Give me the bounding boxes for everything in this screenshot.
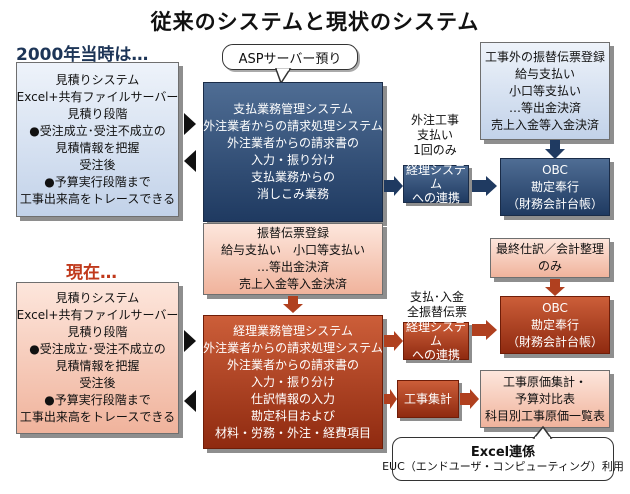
top-payment-management-box: 支払業務管理システム 外注業者からの請求処理システム 外注業者からの請求書の 入…: [203, 82, 383, 222]
asp-server-callout: ASPサーバー預り: [222, 44, 358, 70]
bottom-construction-aggregate-label: 工事集計: [403, 392, 452, 406]
bottom-obc-box: OBC 勘定奉行 （財務会計台帳）: [500, 296, 610, 354]
top-payment-line: 消しこみ業務: [256, 187, 329, 201]
bottom-accounting-line: 入力・振り分け: [250, 374, 335, 389]
top-estimate-line: 見積りシステム: [55, 72, 140, 87]
top-connect-line: 経理システム: [405, 163, 466, 191]
top-connect-caption-line: 外注工事: [410, 113, 459, 127]
top-estimate-line: 工事出来高をトレースできる: [19, 191, 176, 206]
bottom-estimate-line: 受注後: [79, 376, 116, 390]
bottom-arrow-down-to-obc: [545, 279, 565, 296]
bottom-accounting-connect-box: 経理システム への連携: [403, 320, 469, 362]
top-arrow-left-to-estimate: [184, 150, 196, 172]
bottom-arrow-left-to-estimate: [184, 390, 196, 412]
bottom-transfer-line: …等出金決済: [256, 260, 329, 274]
bottom-estimate-line: ●予算実行段階まで: [44, 393, 151, 407]
bottom-arrow-to-connect: [384, 331, 403, 351]
top-obc-line: （財務会計台帳）: [506, 196, 603, 211]
top-connect-caption-line: 1回のみ: [413, 143, 457, 157]
bottom-cost-summary-box: 工事原価集計・ 予算対比表 科目別工事原価一覧表: [480, 370, 610, 428]
bottom-connect-caption-line: 支払･入金: [409, 290, 464, 304]
bottom-cost-summary-line: 予算対比表: [514, 391, 575, 406]
bottom-final-journal-line: のみ: [537, 259, 562, 273]
bottom-estimate-system-box: 見積りシステム Excel+共有ファイルサーバー 見積り段階 ●受注成立･受注不…: [16, 282, 179, 434]
top-outside-line: 工事外の振替伝票登録: [485, 49, 606, 64]
bottom-construction-aggregate-box: 工事集計: [397, 380, 459, 418]
bottom-final-journal-line: 最終仕訳／会計整理: [495, 242, 604, 256]
top-estimate-line: 見積り段階: [67, 106, 128, 121]
excel-link-callout: Excel連係 EUC（エンドユーザ・コンピューティング）利用: [382, 437, 624, 481]
bottom-arrow-to-cost-summary: [460, 389, 479, 409]
top-payment-line: 外注業者からの請求処理システム: [203, 119, 383, 133]
top-connect-line: への連携: [411, 191, 460, 205]
top-outside-line: …等出金決済: [508, 100, 581, 115]
page-title: 従来のシステムと現状のシステム: [150, 10, 480, 34]
bottom-estimate-line: 見積りシステム: [55, 291, 140, 305]
bottom-arrow-right-to-accounting: [184, 330, 196, 352]
top-payment-line: 支払業務管理システム: [233, 102, 353, 116]
bottom-accounting-line: 仕訳情報の入力: [250, 391, 335, 406]
period-2000-heading: 2000年当時は…: [16, 45, 149, 65]
bottom-transfer-line: 給与支払い 小口等支払い: [220, 243, 365, 257]
bottom-obc-line: OBC: [542, 300, 568, 315]
bottom-transfer-slip-box: 振替伝票登録 給与支払い 小口等支払い …等出金決済 売上入金等入金決済: [203, 223, 383, 295]
excel-callout-pointer: [532, 425, 553, 440]
excel-link-detail: EUC（エンドユーザ・コンピューティング）利用: [382, 459, 624, 473]
top-estimate-line: 受注後: [79, 157, 116, 172]
top-arrow-down-to-obc: [545, 140, 565, 159]
excel-link-title: Excel連係: [470, 444, 536, 460]
top-obc-box: OBC 勘定奉行 （財務会計台帳）: [500, 158, 610, 216]
bottom-connect-caption-line: 全振替伝票: [406, 305, 467, 319]
bottom-transfer-line: 売上入金等入金決済: [238, 277, 347, 291]
top-connect-caption: 外注工事 支払い 1回のみ: [400, 113, 470, 158]
bottom-accounting-line: 経理業務管理システム: [233, 323, 353, 338]
bottom-accounting-management-box: 経理業務管理システム 外注業者からの請求処理システム 外注業者からの請求書の 入…: [203, 315, 383, 449]
bottom-accounting-line: 材料・労務・外注・経費項目: [214, 425, 371, 440]
bottom-estimate-line: 工事出来高をトレースできる: [19, 410, 176, 424]
top-arrow-to-obc: [472, 176, 497, 196]
bottom-connect-line: 経理システム: [405, 320, 466, 348]
bottom-final-journal-box: 最終仕訳／会計整理 のみ: [490, 238, 610, 278]
bottom-connect-caption: 支払･入金 全振替伝票: [398, 290, 476, 320]
bottom-accounting-line: 外注業者からの請求処理システム: [203, 340, 383, 355]
bottom-cost-summary-line: 工事原価集計・: [502, 374, 587, 389]
top-estimate-line: Excel+共有ファイルサーバー: [16, 89, 179, 104]
top-estimate-line: ●予算実行段階まで: [44, 174, 151, 189]
bottom-estimate-line: 見積り段階: [67, 325, 128, 339]
bottom-cost-summary-line: 科目別工事原価一覧表: [485, 408, 606, 423]
top-payment-line: 支払業務からの: [250, 170, 335, 184]
bottom-accounting-line: 外注業者からの請求書の: [226, 357, 359, 372]
bottom-obc-line: 勘定奉行: [530, 317, 579, 332]
bottom-arrow-to-construction-aggregate: [384, 389, 397, 409]
top-outside-line: 小口等支払い: [508, 83, 581, 98]
top-obc-line: 勘定奉行: [530, 179, 579, 194]
top-obc-line: OBC: [542, 162, 568, 177]
top-outside-transfer-box: 工事外の振替伝票登録 給与支払い 小口等支払い …等出金決済 売上入金等入金決済: [480, 42, 610, 140]
top-outside-line: 給与支払い: [514, 66, 575, 81]
period-now-heading: 現在…: [66, 263, 117, 283]
bottom-obc-line: （財務会計台帳）: [506, 334, 603, 349]
asp-callout-pointer: [274, 68, 292, 85]
top-connect-caption-line: 支払い: [416, 128, 453, 142]
bottom-transfer-line: 振替伝票登録: [256, 226, 329, 240]
bottom-connect-line: への連携: [411, 348, 460, 362]
top-payment-line: 外注業者からの請求書の: [226, 136, 359, 150]
top-arrow-right-to-payment: [184, 113, 196, 135]
bottom-estimate-line: 見積情報を把握: [55, 359, 140, 373]
bottom-accounting-line: 勘定科目および: [250, 408, 335, 423]
bottom-arrow-down-to-accounting: [283, 296, 303, 313]
top-estimate-line: 見積情報を把握: [55, 140, 140, 155]
top-payment-line: 入力・振り分け: [250, 153, 335, 167]
top-arrow-to-connect: [384, 176, 403, 196]
top-estimate-line: ●受注成立･受注不成立の: [29, 123, 166, 138]
bottom-estimate-line: Excel+共有ファイルサーバー: [16, 308, 179, 322]
asp-callout-label: ASPサーバー預り: [238, 51, 342, 67]
bottom-arrow-to-obc: [472, 320, 497, 340]
top-estimate-system-box: 見積りシステム Excel+共有ファイルサーバー 見積り段階 ●受注成立･受注不…: [16, 62, 179, 217]
top-outside-line: 売上入金等入金決済: [490, 117, 599, 132]
top-accounting-connect-box: 経理システム への連携: [403, 163, 469, 205]
bottom-estimate-line: ●受注成立･受注不成立の: [29, 342, 166, 356]
